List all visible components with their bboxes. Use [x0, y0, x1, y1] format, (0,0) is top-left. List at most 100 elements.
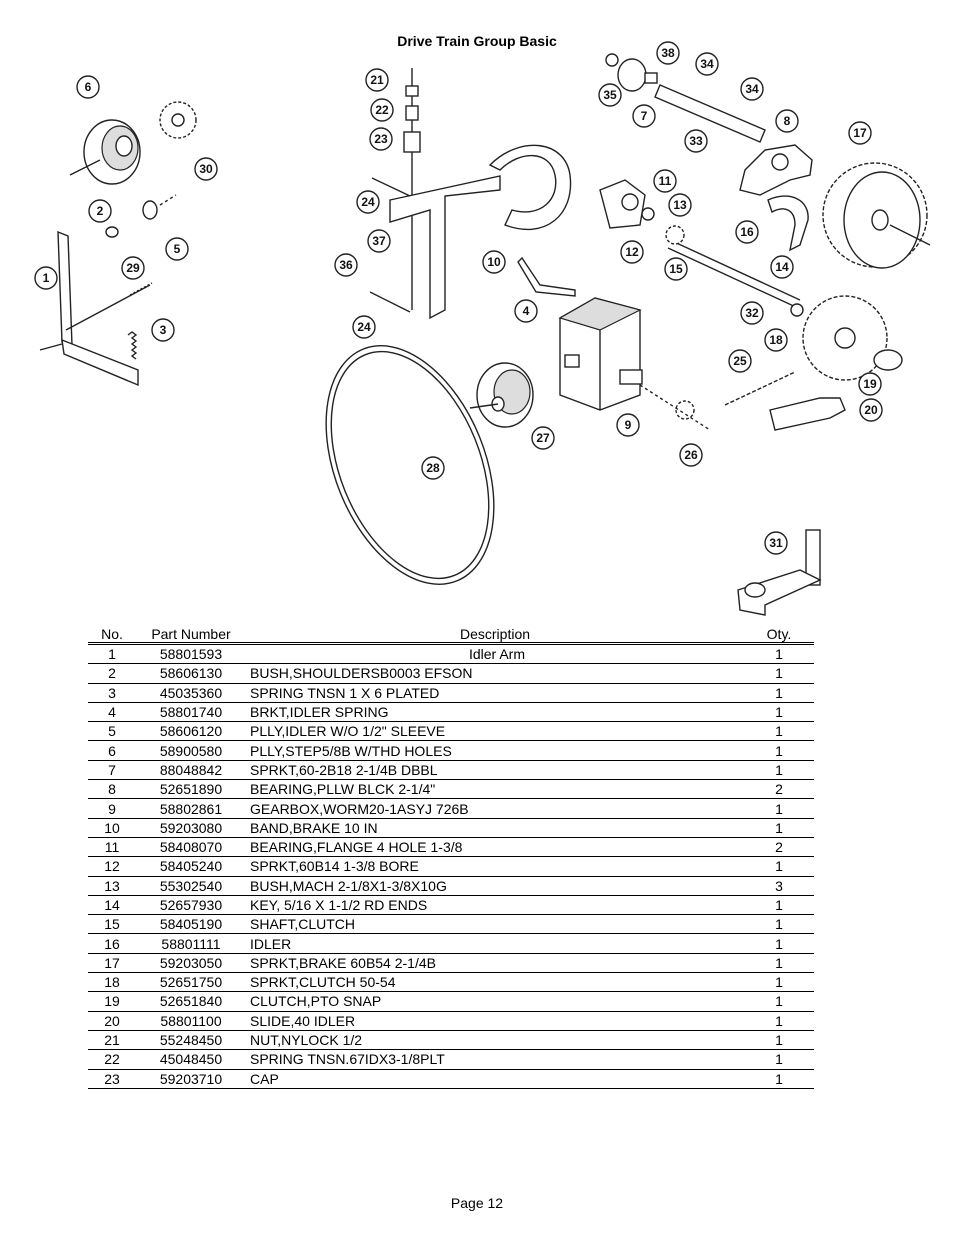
- cell-qty: 1: [744, 991, 814, 1012]
- cell-description: BAND,BRAKE 10 IN: [246, 818, 744, 838]
- cell-part-number: 58900580: [136, 740, 246, 761]
- cell-no: 20: [88, 1011, 136, 1031]
- page-number: Page 12: [450, 1195, 504, 1211]
- cell-qty: 1: [744, 1049, 814, 1070]
- cell-qty: 1: [744, 933, 814, 954]
- cell-qty: 2: [744, 837, 814, 858]
- brake-sprocket-drawing: [822, 162, 931, 269]
- callout-5: 5: [165, 237, 189, 261]
- crank-31-drawing: [737, 529, 822, 616]
- cell-description: SPRKT,CLUTCH 50-54: [246, 972, 744, 993]
- callout-22: 22: [370, 98, 394, 122]
- cell-description: CAP: [246, 1069, 744, 1089]
- cell-qty: 1: [744, 895, 814, 916]
- cell-qty: 1: [744, 702, 814, 723]
- callout-15: 15: [664, 257, 688, 281]
- callout-24b: 24: [352, 315, 376, 339]
- brace-4-drawing: [517, 256, 576, 297]
- header-description: Description: [459, 626, 531, 642]
- svg-text:33: 33: [689, 134, 703, 148]
- callout-4: 4: [514, 299, 538, 323]
- header-qty: Oty.: [766, 626, 792, 642]
- cell-no: 14: [88, 895, 136, 916]
- cell-no: 3: [88, 683, 136, 703]
- cell-part-number: 58802861: [136, 798, 246, 819]
- cell-description: CLUTCH,PTO SNAP: [246, 991, 744, 1012]
- svg-text:4: 4: [523, 304, 530, 318]
- svg-text:31: 31: [769, 536, 783, 550]
- cell-part-number: 59203050: [136, 953, 246, 974]
- cell-description: IDLER: [246, 933, 744, 954]
- cell-part-number: 58405190: [136, 914, 246, 935]
- cell-description: GEARBOX,WORM20-1ASYJ 726B: [246, 798, 744, 819]
- callout-30: 30: [194, 157, 218, 181]
- callout-11: 11: [653, 169, 677, 193]
- cell-part-number: 59203710: [136, 1069, 246, 1089]
- cell-qty: 1: [744, 1030, 814, 1051]
- cell-qty: 1: [744, 721, 814, 742]
- cell-part-number: 58405240: [136, 856, 246, 877]
- cell-part-number: 88048842: [136, 760, 246, 781]
- callout-29: 29: [121, 256, 145, 280]
- brake-band-drawing: [488, 144, 572, 230]
- callout-8: 8: [775, 109, 799, 133]
- svg-text:27: 27: [536, 431, 550, 445]
- svg-text:26: 26: [684, 448, 698, 462]
- callout-6: 6: [76, 75, 100, 99]
- idler-arm-drawing: [39, 230, 151, 387]
- svg-text:2: 2: [97, 204, 104, 218]
- table-header-row: No. Part Number Description Oty.: [88, 622, 814, 644]
- cell-part-number: 58801111: [136, 933, 246, 954]
- callout-35: 35: [598, 83, 622, 107]
- page-title: Drive Train Group Basic: [397, 33, 557, 49]
- chain-drawing: [724, 371, 796, 406]
- callout-3: 3: [151, 318, 175, 342]
- callout-20: 20: [859, 398, 883, 422]
- cell-no: 12: [88, 856, 136, 877]
- svg-text:25: 25: [733, 354, 747, 368]
- svg-text:3: 3: [160, 323, 167, 337]
- svg-text:32: 32: [745, 306, 759, 320]
- svg-text:11: 11: [659, 174, 672, 188]
- cell-part-number: 45048450: [136, 1049, 246, 1070]
- cell-part-number: 58801593: [136, 643, 246, 665]
- svg-text:34: 34: [700, 57, 714, 71]
- cell-part-number: 52651890: [136, 779, 246, 800]
- cell-part-number: 58606130: [136, 663, 246, 684]
- cell-part-number: 55302540: [136, 876, 246, 896]
- cell-no: 22: [88, 1049, 136, 1070]
- cell-part-number: 52651840: [136, 991, 246, 1012]
- cell-no: 19: [88, 991, 136, 1012]
- cell-description: Idler Arm: [246, 643, 744, 665]
- callout-17: 17: [848, 121, 872, 145]
- pillow-block-drawing: [739, 144, 813, 196]
- callout-9: 9: [616, 413, 640, 437]
- cell-part-number: 58801100: [136, 1011, 246, 1031]
- svg-text:15: 15: [669, 262, 683, 276]
- cell-qty: 1: [744, 914, 814, 935]
- cell-part-number: 58801740: [136, 702, 246, 723]
- clutch-shaft-drawing: [665, 225, 801, 309]
- cell-part-number: 52651750: [136, 972, 246, 993]
- callout-14: 14: [770, 255, 794, 279]
- svg-text:21: 21: [370, 73, 384, 87]
- callout-10: 10: [482, 250, 506, 274]
- callout-34a: 34: [695, 52, 719, 76]
- cell-no: 5: [88, 721, 136, 742]
- callout-28: 28: [421, 456, 445, 480]
- svg-text:36: 36: [339, 258, 353, 272]
- cell-qty: 1: [744, 953, 814, 974]
- spring-drawing: [127, 282, 153, 360]
- parts-table: No. Part Number Description Oty. 1 588015…: [88, 622, 814, 1089]
- cell-description: BEARING,FLANGE 4 HOLE 1-3/8: [246, 837, 744, 858]
